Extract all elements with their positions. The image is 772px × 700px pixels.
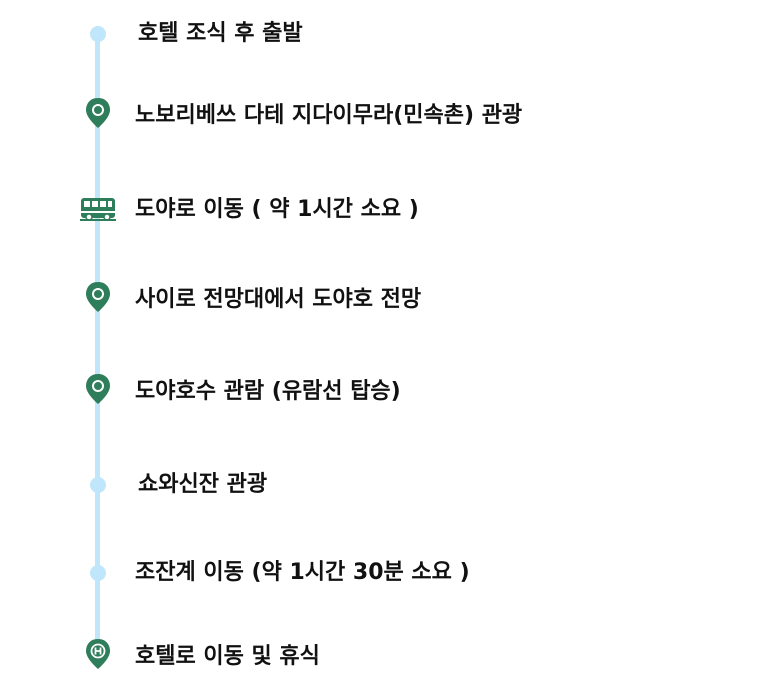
timeline-dot bbox=[78, 14, 118, 54]
timeline-step: 도야로 이동 ( 약 1시간 소요 ) bbox=[0, 190, 772, 230]
step-label: 쇼와신잔 관광 bbox=[138, 472, 268, 497]
bus-icon bbox=[78, 190, 118, 230]
timeline-step: 사이로 전망대에서 도야호 전망 bbox=[0, 280, 772, 320]
timeline-step: 노보리베쓰 다테 지다이무라(민속촌) 관광 bbox=[0, 96, 772, 136]
step-label: 조잔계 이동 (약 1시간 30분 소요 ) bbox=[135, 560, 470, 585]
step-label: 사이로 전망대에서 도야호 전망 bbox=[135, 287, 422, 312]
timeline-step: 호텔로 이동 및 휴식 bbox=[0, 637, 772, 677]
timeline-dot bbox=[78, 465, 118, 505]
map-pin-icon bbox=[78, 280, 118, 320]
timeline-dot bbox=[78, 553, 118, 593]
timeline-step: 호텔 조식 후 출발 bbox=[0, 14, 772, 54]
timeline-step: 조잔계 이동 (약 1시간 30분 소요 ) bbox=[0, 553, 772, 593]
step-label: 도야로 이동 ( 약 1시간 소요 ) bbox=[135, 197, 419, 222]
step-label: 도야호수 관람 (유람선 탑승) bbox=[135, 379, 401, 404]
step-label: 호텔 조식 후 출발 bbox=[138, 21, 303, 46]
hotel-pin-icon bbox=[78, 637, 118, 677]
timeline-rail bbox=[95, 34, 100, 664]
timeline-step: 쇼와신잔 관광 bbox=[0, 465, 772, 505]
step-label: 노보리베쓰 다테 지다이무라(민속촌) 관광 bbox=[135, 103, 523, 128]
timeline-step: 도야호수 관람 (유람선 탑승) bbox=[0, 372, 772, 412]
step-label: 호텔로 이동 및 휴식 bbox=[135, 644, 320, 669]
map-pin-icon bbox=[78, 372, 118, 412]
map-pin-icon bbox=[78, 96, 118, 136]
